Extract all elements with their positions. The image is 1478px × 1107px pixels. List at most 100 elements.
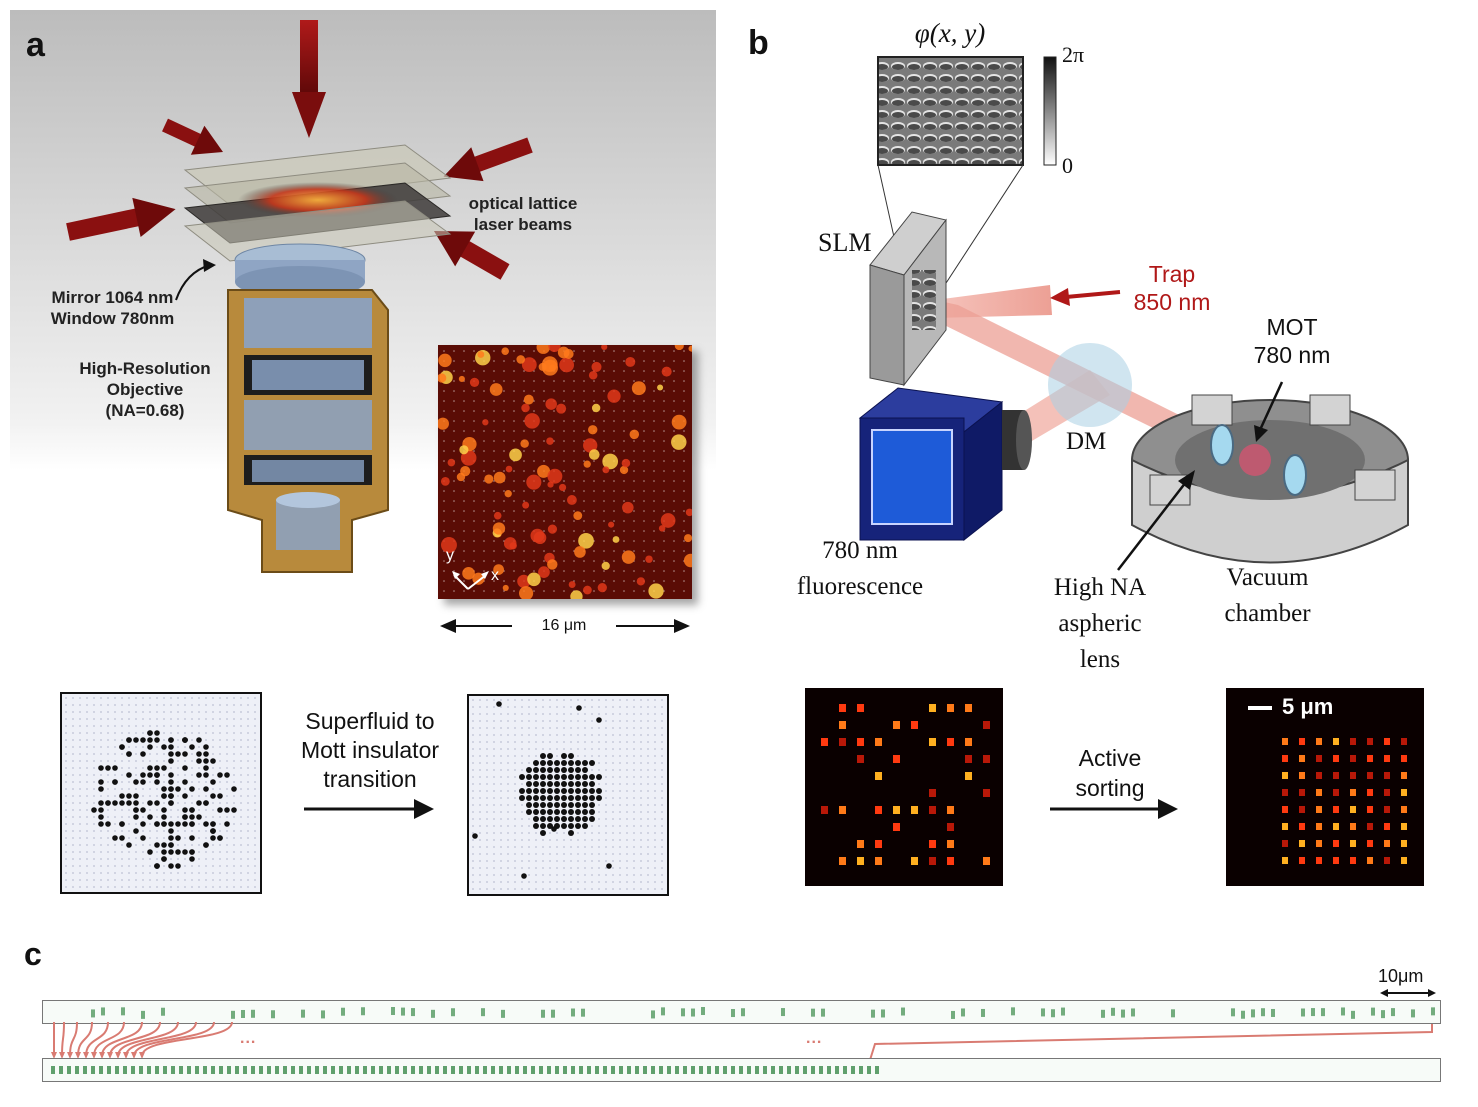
atom-mark — [501, 1009, 505, 1018]
atom-dot — [161, 849, 167, 855]
lattice-site — [626, 825, 628, 827]
lattice-site — [114, 788, 116, 790]
lattice-site — [500, 804, 502, 806]
atom-spot — [1299, 806, 1305, 813]
atom-dot — [147, 765, 153, 771]
lattice-site — [583, 470, 585, 472]
lattice-site — [633, 790, 635, 792]
atom-dot — [168, 842, 174, 848]
lattice-site — [570, 748, 572, 750]
lattice-site — [563, 846, 565, 848]
atom-dot — [175, 786, 181, 792]
lattice-site — [654, 888, 656, 890]
lattice-site — [163, 704, 165, 706]
atom-mark — [1351, 1010, 1355, 1019]
lattice-site — [654, 811, 656, 813]
lattice-site — [473, 430, 475, 432]
lattice-site — [563, 748, 565, 750]
lattice-site — [191, 767, 193, 769]
lattice-site — [653, 430, 655, 432]
lattice-site — [135, 774, 137, 776]
lattice-site — [149, 704, 151, 706]
lattice-site — [623, 570, 625, 572]
lattice-site — [613, 370, 615, 372]
lattice-site — [584, 867, 586, 869]
colorbar-min-label: 0 — [1062, 153, 1073, 178]
lattice-site — [577, 734, 579, 736]
atom-dot — [596, 717, 602, 723]
atom-dot — [133, 807, 139, 813]
lattice-site — [493, 867, 495, 869]
lattice-site — [605, 790, 607, 792]
lattice-site — [647, 699, 649, 701]
lattice-site — [219, 788, 221, 790]
lattice-site — [521, 769, 523, 771]
lattice-site — [500, 832, 502, 834]
lattice-site — [493, 370, 495, 372]
lattice-site — [654, 874, 656, 876]
lattice-site — [633, 570, 635, 572]
lattice-site — [100, 865, 102, 867]
lattice-site — [443, 440, 445, 442]
lattice-site — [542, 699, 544, 701]
lattice-site — [486, 867, 488, 869]
lattice-site — [556, 706, 558, 708]
lattice-site — [93, 732, 95, 734]
lattice-site — [647, 867, 649, 869]
lattice-site — [443, 530, 445, 532]
lattice-site — [486, 713, 488, 715]
atom-mark — [859, 1066, 863, 1074]
lattice-site — [472, 713, 474, 715]
lattice-site — [613, 580, 615, 582]
atom-spot — [602, 466, 610, 474]
lattice-site — [212, 697, 214, 699]
atom-dot — [147, 737, 153, 743]
lattice-site — [503, 390, 505, 392]
lattice-site — [633, 450, 635, 452]
lattice-site — [479, 888, 481, 890]
lattice-site — [86, 767, 88, 769]
lattice-site — [683, 390, 685, 392]
atom-mark — [83, 1066, 87, 1074]
lattice-site — [605, 706, 607, 708]
atom-spot — [583, 460, 591, 468]
lattice-site — [121, 844, 123, 846]
atom-dot — [175, 821, 181, 827]
lattice-site — [79, 858, 81, 860]
atom-mark — [875, 1066, 879, 1074]
lattice-site — [219, 802, 221, 804]
lattice-site — [65, 851, 67, 853]
lattice-site — [72, 788, 74, 790]
lattice-site — [683, 410, 685, 412]
atom-dot — [526, 809, 532, 815]
lattice-site — [500, 860, 502, 862]
atom-spot — [1350, 840, 1356, 847]
atom-mark — [341, 1007, 345, 1016]
atom-mark — [659, 1066, 663, 1074]
lattice-site — [184, 858, 186, 860]
lattice-site — [647, 888, 649, 890]
lattice-site — [521, 755, 523, 757]
atom-dot — [582, 774, 588, 780]
lattice-site — [177, 774, 179, 776]
lattice-site — [198, 718, 200, 720]
lattice-site — [663, 360, 665, 362]
atom-spot — [1333, 840, 1339, 847]
lattice-site — [149, 718, 151, 720]
atom-dot — [210, 828, 216, 834]
lattice-site — [593, 510, 595, 512]
atom-dot — [161, 821, 167, 827]
lattice-site — [633, 839, 635, 841]
lattice-site — [226, 879, 228, 881]
atom-spot — [538, 566, 550, 578]
lattice-site — [633, 846, 635, 848]
lattice-site — [65, 760, 67, 762]
lattice-site — [543, 550, 545, 552]
atom-mark — [1301, 1008, 1305, 1017]
lattice-site — [142, 795, 144, 797]
atom-mark — [251, 1066, 255, 1074]
atom-spot — [1333, 755, 1339, 762]
lattice-site — [653, 530, 655, 532]
lattice-site — [163, 837, 165, 839]
lattice-site — [626, 727, 628, 729]
